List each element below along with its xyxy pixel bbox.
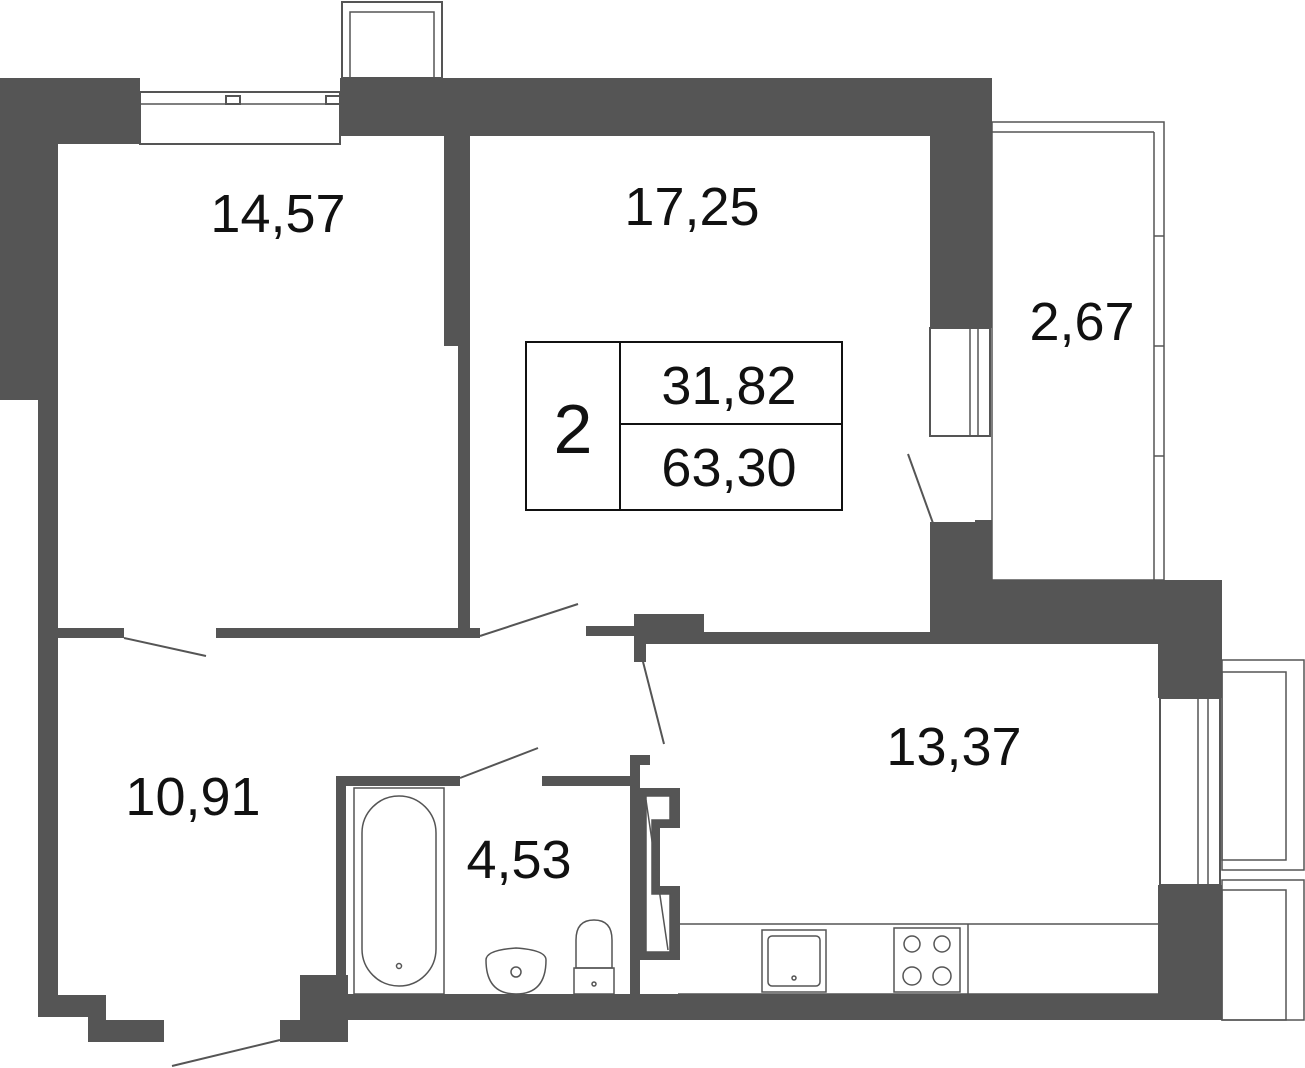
room-labels: 14,57 17,25 2,67 13,37 10,91 4,53 [125,177,1134,890]
balcony-area: 2,67 [1029,292,1134,352]
cooktop-icon [893,927,961,993]
living-room-area: 17,25 [624,177,759,237]
kitchen-sink-icon [761,929,827,993]
partitions [58,136,930,996]
hallway-area: 10,91 [125,767,260,827]
toilet-icon [573,919,615,995]
doors [123,453,935,1067]
kitchen-fixtures [640,788,1158,995]
living-area-total: 31,82 [661,356,796,416]
total-area: 63,30 [661,438,796,498]
rooms-count: 2 [554,390,593,468]
windows [139,91,1221,886]
sink-icon [485,947,547,995]
bedroom-area: 14,57 [210,184,345,244]
balconies [341,1,1305,1021]
bathroom-area: 4,53 [466,830,571,890]
walls [0,78,1222,1042]
bathtub-icon [353,787,445,995]
apartment-summary: 2 31,82 63,30 [525,341,843,511]
kitchen-area: 13,37 [886,717,1021,777]
bathroom-fixtures [353,787,615,995]
